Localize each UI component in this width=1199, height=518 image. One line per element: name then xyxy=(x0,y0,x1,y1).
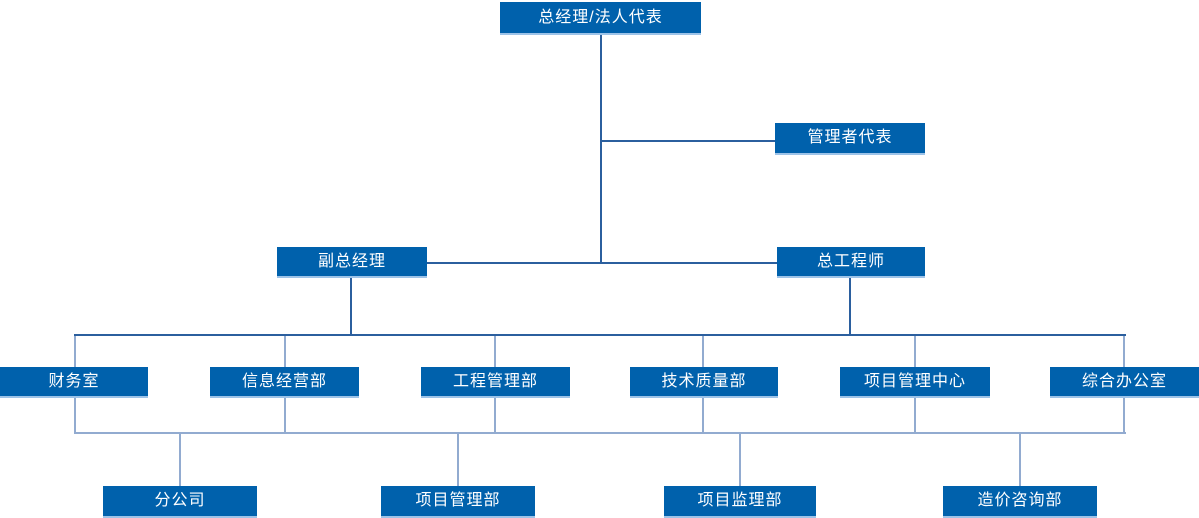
connector-stub-projmgmt-top xyxy=(457,434,459,486)
org-node-general-manager: 总经理/法人代表 xyxy=(500,2,701,35)
org-node-label-deputy-gm: 副总经理 xyxy=(317,252,386,270)
org-node-tech-quality: 技术质量部 xyxy=(630,367,778,398)
org-node-finance-office: 财务室 xyxy=(0,367,148,398)
connector-stub-engmgmt-bottom xyxy=(494,398,496,432)
org-node-label-finance-office: 财务室 xyxy=(48,372,100,390)
connector-stub-engmgmt-top xyxy=(494,336,496,367)
connector-stub-branch-top xyxy=(179,434,181,486)
connector-trunk-vertical xyxy=(600,35,602,263)
org-node-chief-engineer: 总工程师 xyxy=(777,247,925,278)
org-node-admin-office: 综合办公室 xyxy=(1050,367,1199,398)
connector-stub-info-top xyxy=(284,336,286,367)
connector-stub-techquality-bottom xyxy=(702,398,704,432)
connector-stub-projcenter-bottom xyxy=(914,398,916,432)
org-node-project-center: 项目管理中心 xyxy=(840,367,990,398)
connector-chief-engineer-drop xyxy=(849,278,851,336)
connector-stub-adminoffice-top xyxy=(1123,336,1125,367)
org-node-label-eng-management: 工程管理部 xyxy=(452,372,538,390)
connector-deputy-chief-horizontal xyxy=(427,262,777,264)
org-node-info-business: 信息经营部 xyxy=(210,367,359,398)
connector-stub-projsupervision-top xyxy=(739,434,741,486)
org-node-label-project-center: 项目管理中心 xyxy=(863,372,966,390)
org-node-label-project-supervision: 项目监理部 xyxy=(697,492,783,509)
org-node-eng-management: 工程管理部 xyxy=(421,367,570,398)
org-node-label-general-manager: 总经理/法人代表 xyxy=(538,8,663,26)
connector-deputy-gm-drop xyxy=(350,278,352,336)
org-node-cost-consulting: 造价咨询部 xyxy=(943,486,1097,518)
org-node-label-tech-quality: 技术质量部 xyxy=(661,372,747,390)
org-node-label-cost-consulting: 造价咨询部 xyxy=(977,492,1063,509)
connector-stub-info-bottom xyxy=(284,398,286,432)
org-node-label-management-rep: 管理者代表 xyxy=(807,129,893,146)
connector-stub-adminoffice-bottom xyxy=(1123,398,1125,432)
org-node-label-info-business: 信息经营部 xyxy=(241,372,327,390)
connector-lower-rail xyxy=(74,432,1126,434)
org-node-label-branch-company: 分公司 xyxy=(154,492,206,509)
connector-stub-techquality-top xyxy=(702,336,704,367)
connector-stub-finance-bottom xyxy=(74,398,76,432)
connector-stub-costconsulting-top xyxy=(1019,434,1021,486)
connector-stub-finance-top xyxy=(74,336,76,367)
connector-branch-to-management-rep xyxy=(601,140,775,142)
connector-stub-projcenter-top xyxy=(914,336,916,367)
org-node-label-project-mgmt: 项目管理部 xyxy=(415,492,501,509)
org-node-branch-company: 分公司 xyxy=(103,486,257,518)
org-node-management-rep: 管理者代表 xyxy=(775,123,925,155)
connector-upper-rail xyxy=(74,334,1126,336)
org-node-project-supervision: 项目监理部 xyxy=(664,486,816,518)
org-node-deputy-gm: 副总经理 xyxy=(277,247,427,278)
org-node-label-admin-office: 综合办公室 xyxy=(1081,372,1167,390)
org-node-label-chief-engineer: 总工程师 xyxy=(816,252,885,270)
org-node-project-mgmt: 项目管理部 xyxy=(381,486,535,518)
